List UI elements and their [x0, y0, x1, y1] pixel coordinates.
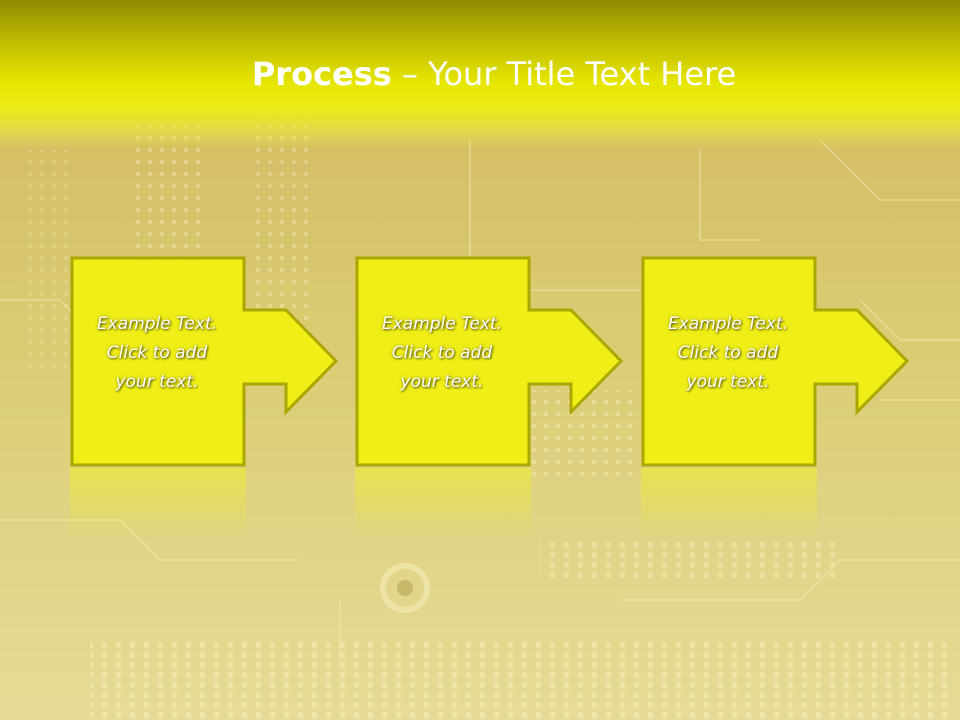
step-2-reflection [355, 468, 531, 538]
step-3-reflection [641, 468, 817, 538]
process-step-1[interactable]: Example Text. Click to add your text. [70, 256, 342, 468]
process-step-2[interactable]: Example Text. Click to add your text. [355, 256, 627, 468]
title-bar [0, 0, 960, 150]
step-1-text[interactable]: Example Text. Click to add your text. [96, 314, 218, 392]
step-2-text[interactable]: Example Text. Click to add your text. [381, 314, 503, 392]
step-1-reflection [70, 468, 246, 538]
title-rest-text: – Your Title Text Here [391, 55, 737, 93]
step-3-text[interactable]: Example Text. Click to add your text. [667, 314, 789, 392]
step-arrow-shape [70, 256, 339, 467]
title-bold-text: Process [251, 55, 392, 93]
step-arrow-shape [641, 256, 910, 467]
slide-title[interactable]: Process – Your Title Text Here [0, 52, 960, 96]
process-step-3[interactable]: Example Text. Click to add your text. [641, 256, 913, 468]
step-arrow-shape [355, 256, 624, 467]
